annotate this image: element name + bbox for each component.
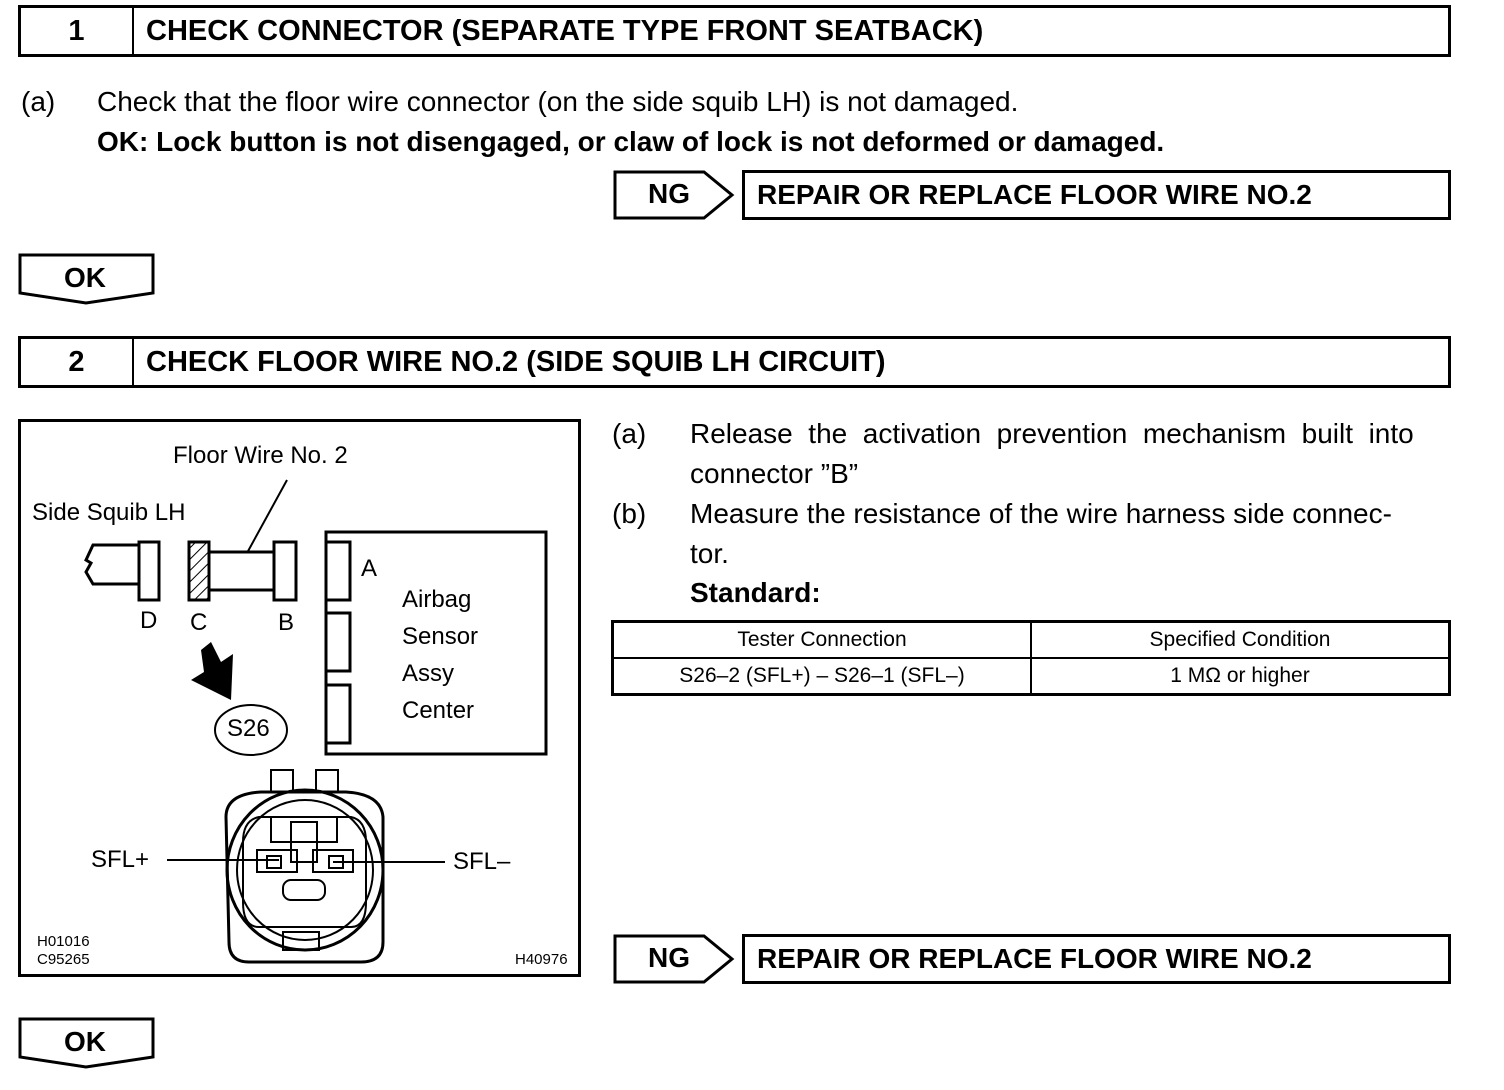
step1-item-a-label: (a) [21,86,56,117]
step2-ng-action: REPAIR OR REPLACE FLOOR WIRE NO.2 [742,934,1451,984]
connector-code-label: S26 [227,715,270,742]
spec-table: Tester Connection Specified Condition S2… [611,620,1451,696]
step2-number: 2 [21,339,134,385]
step1-ng-action: REPAIR OR REPLACE FLOOR WIRE NO.2 [742,170,1451,220]
ecu-label-line1: Airbag [402,586,472,613]
step2-item-b-label: (b) [612,498,647,529]
connector-c-label: C [190,609,208,636]
step2-item-b-line2: tor. [690,538,729,569]
step2-item-a-line2: connector ”B” [690,458,859,489]
ref-code-3: H40976 [515,951,568,968]
step1-ok-arrow: OK [18,253,156,305]
spec-cell-connection: S26–2 (SFL+) – S26–1 (SFL–) [611,657,1032,696]
step2-title: CHECK FLOOR WIRE NO.2 (SIDE SQUIB LH CIR… [146,345,886,378]
table-row: S26–2 (SFL+) – S26–1 (SFL–) 1 MΩ or high… [611,657,1451,696]
ecu-label-line2: Sensor [402,623,479,650]
standard-label: Standard: [690,577,821,608]
step1-item-a-text: Check that the floor wire connector (on … [97,86,1019,117]
step2-item-a-label: (a) [612,418,647,449]
step1-ok-label: OK [64,262,106,293]
connector-d-label: D [140,607,158,634]
connector-a-label: A [361,555,378,582]
sfl-plus-label: SFL+ [91,846,150,873]
wiring-diagram: Floor Wire No. 2 Side Squib LH A D C B A… [18,419,581,977]
step2-ok-label: OK [64,1026,106,1057]
step1-title: CHECK CONNECTOR (SEPARATE TYPE FRONT SEA… [146,14,984,47]
ref-code-1: H01016 [37,933,90,950]
step2-ng-label: NG [648,942,690,973]
step1-number: 1 [21,8,134,54]
spec-header-specified-condition: Specified Condition [1030,620,1451,659]
spec-header-tester-connection: Tester Connection [611,620,1032,659]
step2-ok-arrow: OK [18,1017,156,1069]
connector-b-label: B [278,609,295,636]
spec-cell-condition: 1 MΩ or higher [1030,657,1451,696]
step2-header: 2 CHECK FLOOR WIRE NO.2 (SIDE SQUIB LH C… [18,336,1451,388]
side-squib-label: Side Squib LH [32,499,186,526]
step2-item-a-line1: Release the activation prevention mechan… [690,418,1414,449]
ecu-label-line3: Assy [402,660,455,687]
floor-wire-label: Floor Wire No. 2 [173,442,348,469]
step2-ng-arrow [613,934,735,984]
diagram-drawing [84,479,548,964]
step2-item-b-line1: Measure the resistance of the wire harne… [690,498,1392,529]
step1-ng-arrow [613,170,735,220]
ref-code-2: C95265 [37,951,90,968]
step1-ok-criteria: OK: Lock button is not disengaged, or cl… [97,126,1165,157]
step1-ng-label: NG [648,178,690,209]
ecu-label-line4: Center [402,697,475,724]
step1-header: 1 CHECK CONNECTOR (SEPARATE TYPE FRONT S… [18,5,1451,57]
sfl-minus-label: SFL– [453,848,511,875]
spec-table-header: Tester Connection Specified Condition [611,620,1451,659]
